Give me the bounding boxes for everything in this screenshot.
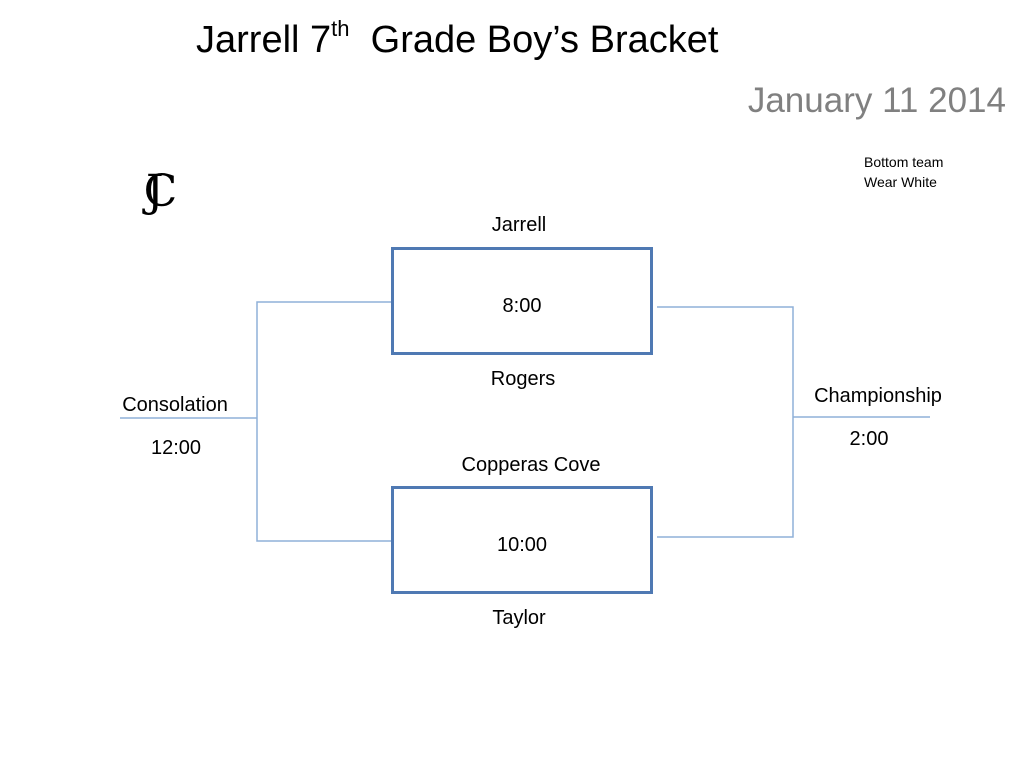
- game1-time: 8:00: [502, 295, 542, 317]
- consolation-time: 12:00: [150, 437, 202, 459]
- consolation-bracket-line: [256, 301, 391, 542]
- note-line-1: Bottom team: [864, 154, 944, 170]
- note-line-2: Wear White: [864, 174, 937, 190]
- page-title: Jarrell 7th Grade Boy’s Bracket: [196, 18, 718, 62]
- event-date: January 11 2014: [747, 81, 1006, 120]
- game1-box: 8:00: [391, 247, 653, 355]
- title-superscript: th: [331, 16, 350, 41]
- championship-label: Championship: [814, 385, 942, 407]
- game1-bottom-team: Rogers: [490, 368, 556, 390]
- game2-box: 10:00: [391, 486, 653, 594]
- game2-bottom-team: Taylor: [492, 607, 546, 629]
- logo-letter-j: J: [146, 166, 164, 217]
- game2-time: 10:00: [496, 534, 548, 556]
- championship-time: 2:00: [849, 428, 889, 450]
- championship-bracket-line: [657, 306, 794, 538]
- consolation-label: Consolation: [122, 394, 228, 416]
- uniform-note: Bottom team Wear White: [864, 152, 943, 192]
- jc-monogram-logo-icon: JC: [136, 164, 187, 220]
- title-rest: Grade Boy’s Bracket: [349, 19, 719, 61]
- title-main: Jarrell 7: [196, 19, 332, 61]
- game2-top-team: Copperas Cove: [461, 454, 601, 476]
- game1-top-team: Jarrell: [491, 214, 547, 236]
- logo-letter-c: C: [143, 166, 178, 217]
